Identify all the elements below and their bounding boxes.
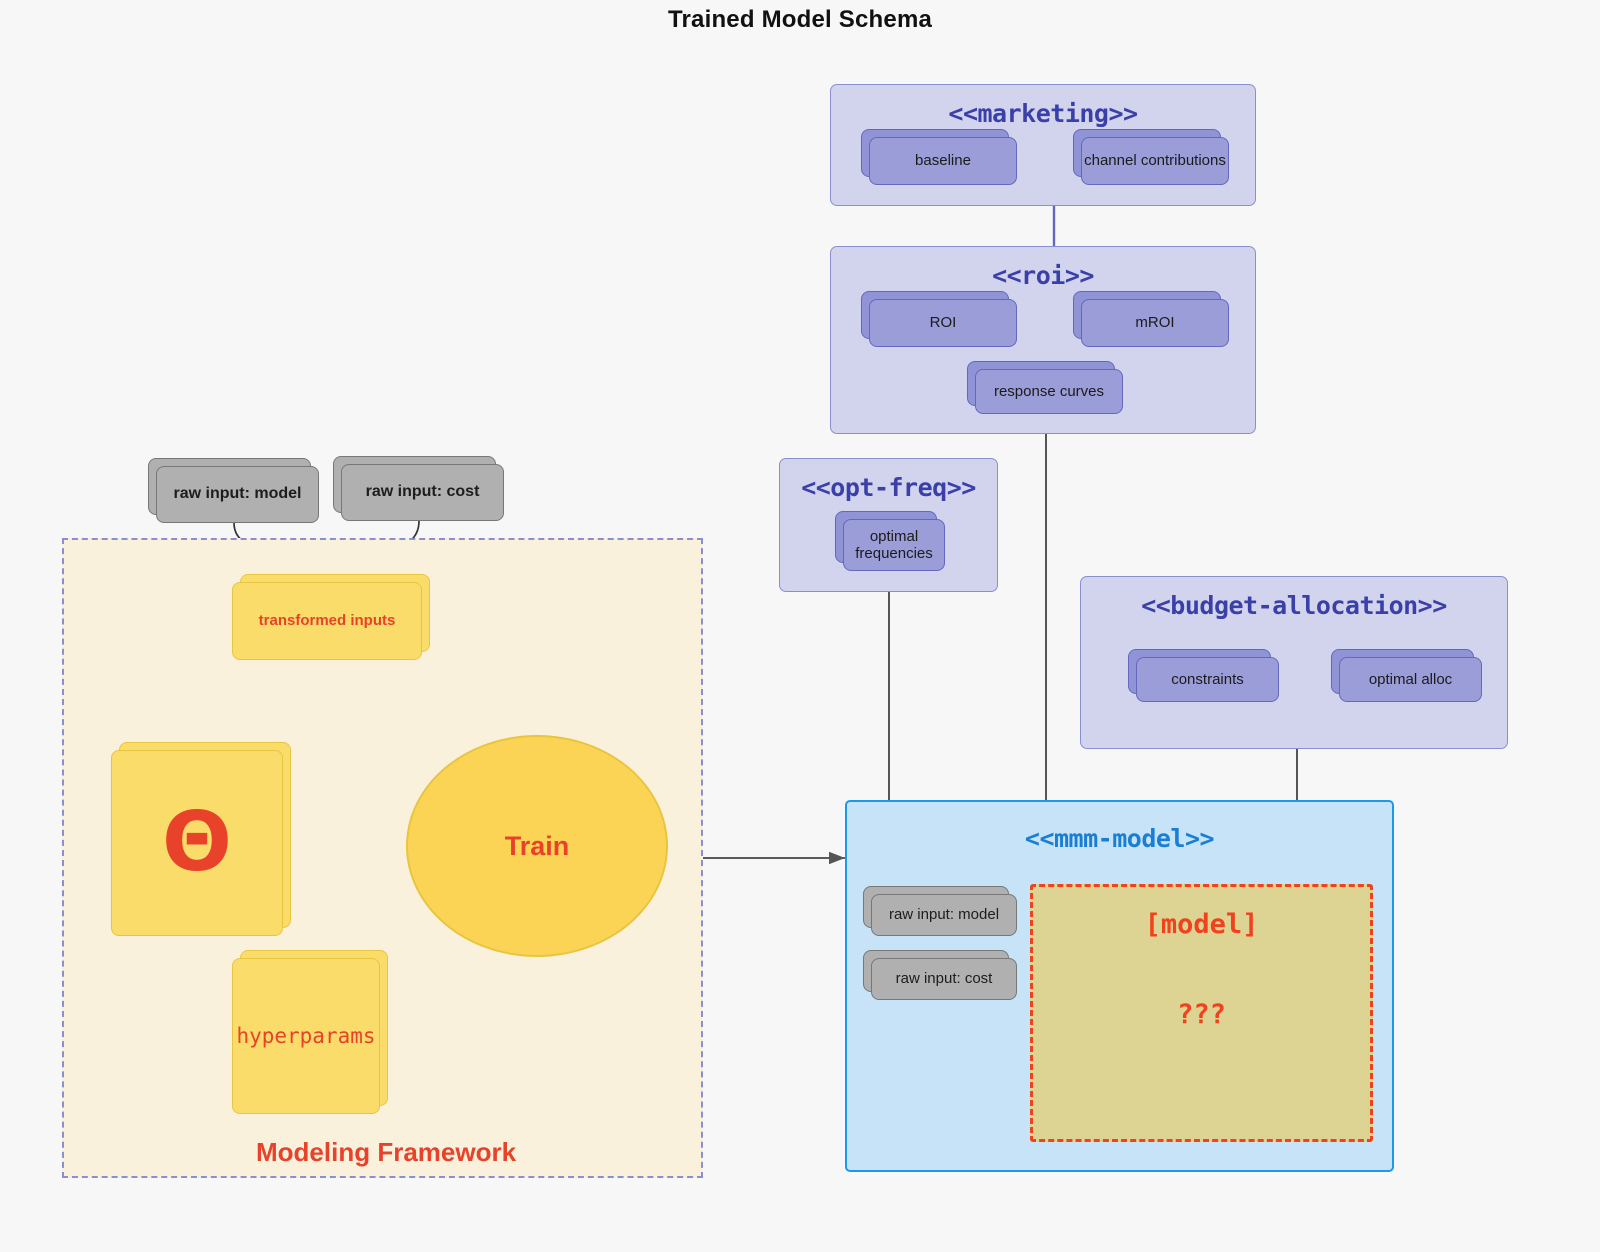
package-mmm-model[interactable]: <<mmm-model>> raw input: model raw input… [845, 800, 1394, 1172]
model-placeholder-secondary: ??? [1177, 999, 1226, 1030]
node-channel-contributions-label: channel contributions [1081, 137, 1229, 185]
node-mroi-label: mROI [1081, 299, 1229, 347]
node-optimal-frequencies[interactable]: optimal frequencies [835, 511, 945, 571]
train-node[interactable]: Train [406, 735, 668, 957]
node-response-curves-label: response curves [975, 369, 1123, 414]
package-mmm-model-title: <<mmm-model>> [1024, 824, 1215, 853]
node-optimal-frequencies-line2: frequencies [855, 545, 933, 562]
node-channel-contributions[interactable]: channel contributions [1073, 129, 1229, 185]
transformed-inputs-card[interactable]: transformed inputs [232, 574, 430, 660]
raw-input-model-label: raw input: model [156, 466, 319, 523]
transformed-inputs-label: transformed inputs [258, 612, 396, 630]
node-mmm-raw-input-cost-label: raw input: cost [871, 958, 1017, 1000]
node-constraints-label: constraints [1136, 657, 1279, 702]
modeling-framework-label: Modeling Framework [256, 1137, 517, 1167]
theta-symbol: Θ [162, 795, 232, 890]
node-roi[interactable]: ROI [861, 291, 1017, 347]
node-optimal-alloc-label: optimal alloc [1339, 657, 1482, 702]
node-roi-label: ROI [869, 299, 1017, 347]
node-constraints[interactable]: constraints [1128, 649, 1279, 702]
package-budget-allocation[interactable]: <<budget-allocation>> constraints optima… [1080, 576, 1508, 749]
package-budget-allocation-title: <<budget-allocation>> [1141, 591, 1447, 620]
package-marketing[interactable]: <<marketing>> baseline channel contribut… [830, 84, 1256, 206]
node-optimal-frequencies-line1: optimal [869, 527, 919, 545]
node-mmm-raw-input-cost[interactable]: raw input: cost [863, 950, 1017, 1000]
raw-input-model-card[interactable]: raw input: model [148, 458, 319, 523]
model-placeholder-box[interactable]: [model] ??? [1030, 884, 1373, 1142]
theta-card[interactable]: Θ [111, 742, 291, 936]
node-mroi[interactable]: mROI [1073, 291, 1229, 347]
node-baseline-label: baseline [869, 137, 1017, 185]
hyperparams-label: hyperparams [236, 1023, 376, 1048]
node-baseline[interactable]: baseline [861, 129, 1017, 185]
package-roi[interactable]: <<roi>> ROI mROI response curves [830, 246, 1256, 434]
node-mmm-raw-input-model[interactable]: raw input: model [863, 886, 1017, 936]
package-roi-title: <<roi>> [992, 261, 1094, 290]
package-opt-freq-title: <<opt-freq>> [801, 473, 976, 502]
model-placeholder-primary: [model] [1144, 909, 1259, 940]
hyperparams-card[interactable]: hyperparams [232, 950, 388, 1114]
node-response-curves[interactable]: response curves [967, 361, 1123, 414]
page-title: Trained Model Schema [667, 6, 933, 33]
package-opt-freq[interactable]: <<opt-freq>> optimal frequencies [779, 458, 998, 592]
node-mmm-raw-input-model-label: raw input: model [871, 894, 1017, 936]
train-label: Train [504, 830, 570, 861]
package-marketing-title: <<marketing>> [948, 99, 1138, 128]
raw-input-cost-label: raw input: cost [341, 464, 504, 521]
node-optimal-alloc[interactable]: optimal alloc [1331, 649, 1482, 702]
raw-input-cost-card[interactable]: raw input: cost [333, 456, 504, 521]
node-optimal-frequencies-label: optimal frequencies [843, 519, 945, 571]
